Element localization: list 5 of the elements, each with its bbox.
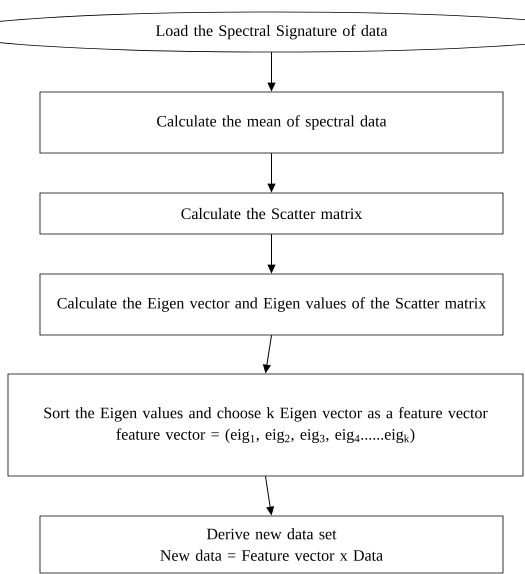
process-box: Derive new data set New data = Feature vector x Data	[40, 516, 504, 574]
process-box: Calculate the Eigen vector and Eigen values of the Scatter matrix	[40, 274, 504, 336]
process-box: Calculate the Scatter matrix	[40, 192, 504, 234]
process-box: Calculate the mean of spectral data	[40, 92, 504, 154]
process-box: Sort the Eigen values and choose k Eigen vector as a feature vector feature vector = (eig$_{1}$, eig$_{2}$, eig$_{3}$, eig$_{4}$......eig$_{k}$)	[8, 374, 524, 476]
